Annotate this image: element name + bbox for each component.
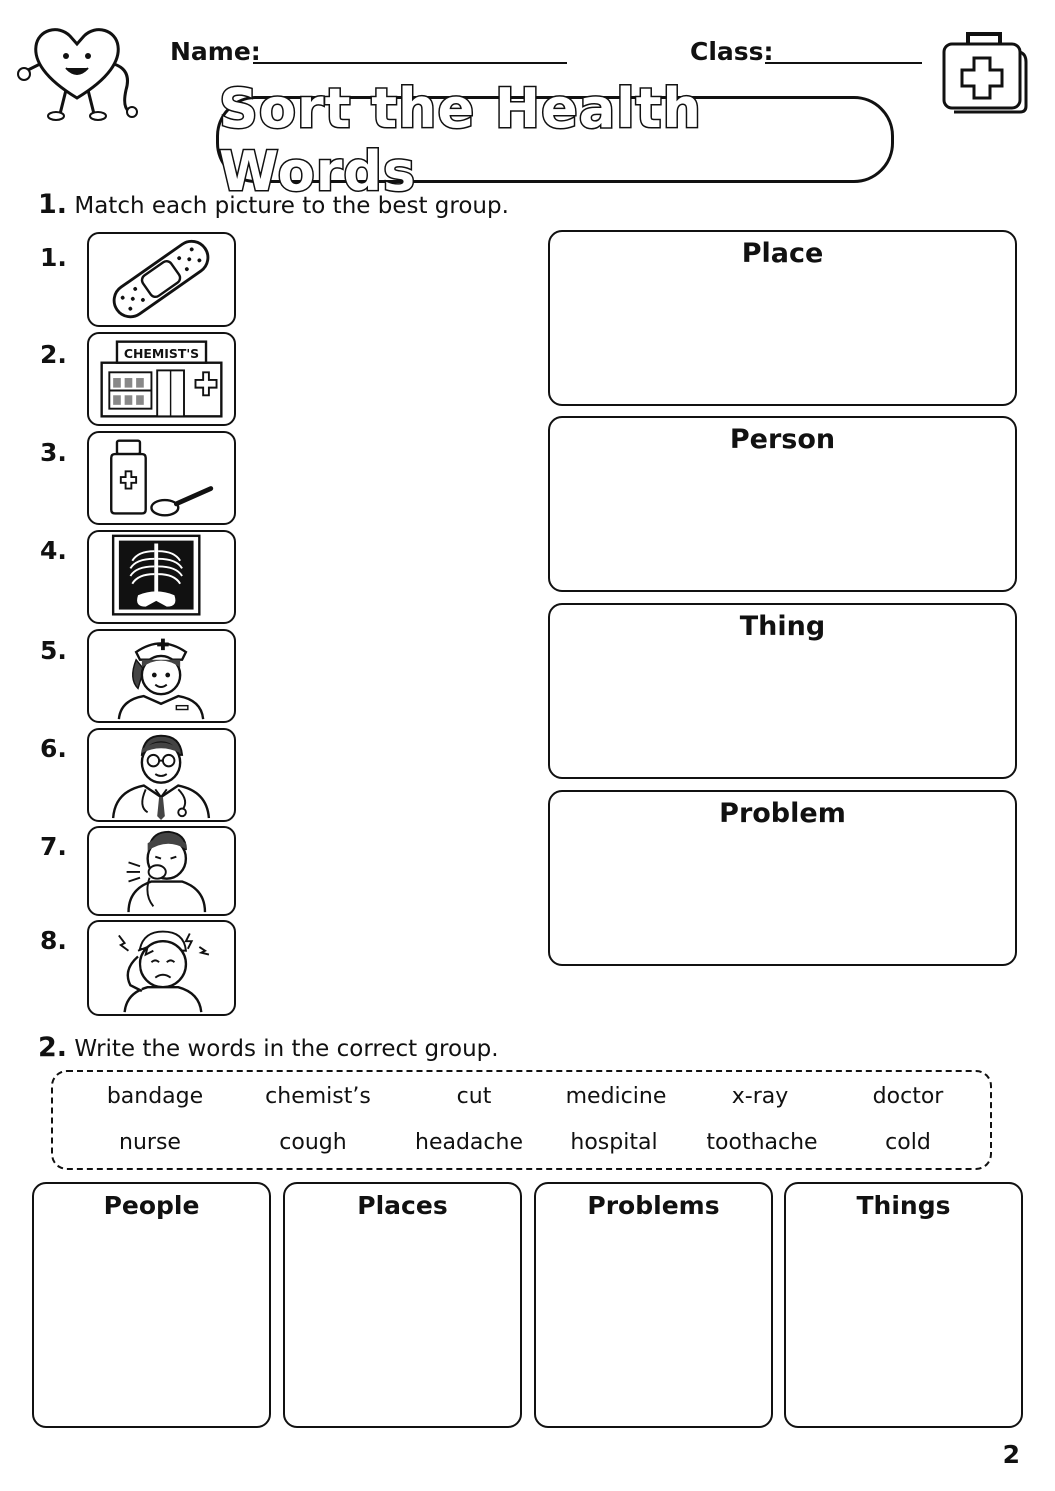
group-title-person: Person [729,424,836,455]
section2-number: 2. [38,1032,68,1063]
group-box-thing[interactable]: Thing [548,603,1017,779]
page-title: Sort the Health Words [218,75,703,204]
picture-card-6[interactable] [87,728,236,822]
picture-card-5[interactable] [87,629,236,723]
word-cough: cough [279,1130,347,1155]
picture-card-1[interactable] [87,232,236,327]
word-chemists: chemist’s [265,1084,371,1109]
item-number-4: 4. [40,536,67,565]
item-number-2: 2. [40,340,67,369]
first-aid-kit-icon [940,26,1028,114]
nurse-icon [117,638,205,720]
x-ray-icon [111,534,201,616]
word-headache: headache [415,1130,523,1155]
category-title-places: Places [357,1191,448,1220]
picture-card-7[interactable] [87,826,236,916]
headache-icon [118,930,210,1013]
section1-heading: 1. Match each picture to the best group. [38,189,509,220]
cough-icon [126,830,207,913]
name-label: Name: [170,37,261,66]
group-box-person[interactable]: Person [548,416,1017,592]
section1-instruction: Match each picture to the best group. [74,193,509,219]
word-nurse: nurse [119,1130,181,1155]
category-box-people[interactable]: People [32,1182,271,1428]
heart-mascot-icon [14,20,140,122]
section2-instruction: Write the words in the correct group. [74,1036,499,1062]
item-number-8: 8. [40,926,67,955]
class-line[interactable] [765,62,922,64]
category-box-things[interactable]: Things [784,1182,1023,1428]
word-bank [51,1070,992,1170]
group-box-problem[interactable]: Problem [548,790,1017,966]
group-box-place[interactable]: Place [548,230,1017,406]
item-number-1: 1. [40,243,67,272]
item-number-7: 7. [40,832,67,861]
group-title-problem: Problem [719,798,846,829]
section2-heading: 2. Write the words in the correct group. [38,1032,499,1063]
item-number-6: 6. [40,734,67,763]
section1-number: 1. [38,189,68,220]
title-banner: Sort the Health Words [216,75,894,204]
category-box-problems[interactable]: Problems [534,1182,773,1428]
group-title-thing: Thing [739,611,826,642]
chemists-sign: CHEMIST'S [124,346,199,361]
name-line[interactable] [253,62,567,64]
word-cold: cold [885,1130,931,1155]
class-label: Class: [690,37,774,66]
picture-card-3[interactable] [87,431,236,525]
picture-card-8[interactable] [87,920,236,1016]
word-x-ray: x-ray [731,1084,789,1109]
word-toothache: toothache [706,1130,818,1155]
item-number-3: 3. [40,438,67,467]
doctor-icon [111,734,211,820]
picture-card-4[interactable] [87,530,236,624]
category-box-places[interactable]: Places [283,1182,522,1428]
picture-card-2[interactable]: CHEMIST'S [87,332,236,426]
chemists-shop-icon: CHEMIST'S [100,340,223,418]
word-bandage: bandage [106,1084,204,1109]
category-title-things: Things [856,1191,951,1220]
bandage-icon [112,239,210,319]
word-medicine: medicine [565,1084,667,1109]
page-number: 2 [1002,1440,1020,1469]
category-title-people: People [103,1191,200,1220]
medicine-bottle-icon [110,439,214,517]
word-hospital: hospital [570,1130,658,1155]
item-number-5: 5. [40,636,67,665]
category-title-problems: Problems [587,1191,720,1220]
word-cut: cut [456,1084,492,1109]
group-title-place: Place [741,238,824,269]
word-doctor: doctor [872,1084,944,1109]
